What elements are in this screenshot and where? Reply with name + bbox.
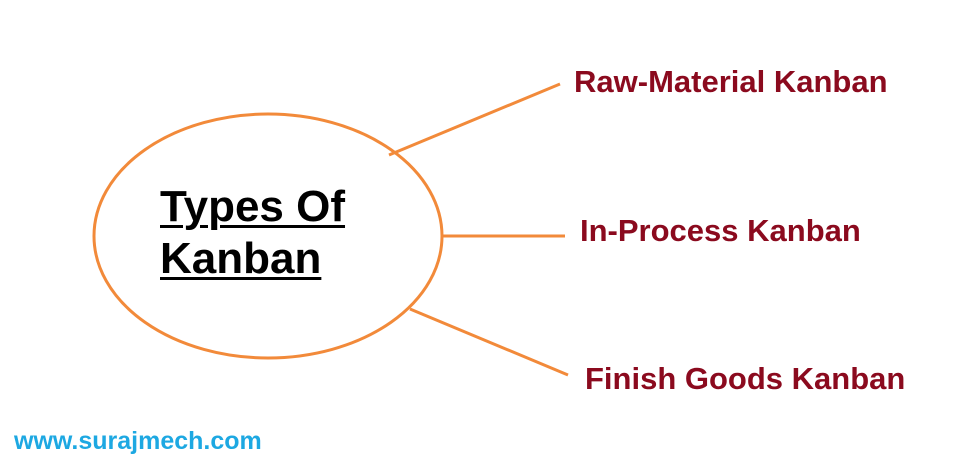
branch-label-raw-material: Raw-Material Kanban [574, 64, 888, 99]
connector-raw-material [388, 82, 561, 157]
center-title: Types Of Kanban [160, 181, 400, 285]
center-ellipse [92, 112, 444, 360]
center-title-line1: Types Of [160, 182, 346, 231]
branch-label-in-process: In-Process Kanban [580, 213, 861, 248]
center-title-line2: Kanban [160, 234, 322, 283]
connector-finish-goods [409, 307, 569, 377]
branch-label-finish-goods: Finish Goods Kanban [585, 361, 906, 396]
website-watermark: www.surajmech.com [14, 427, 262, 455]
